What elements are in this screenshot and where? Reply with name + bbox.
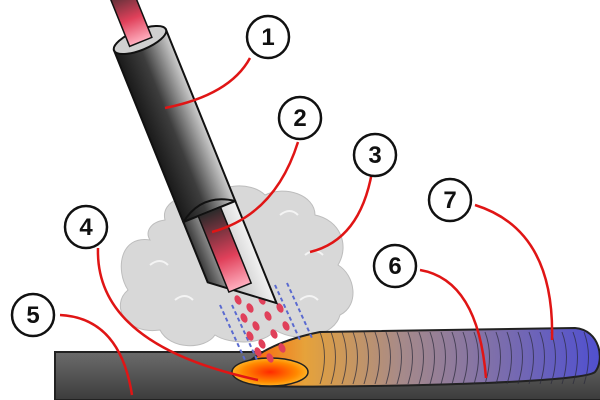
bead-ripple	[495, 331, 501, 385]
molten-droplet	[258, 339, 266, 349]
bead-ripple	[352, 331, 358, 385]
callouts: 1 2 3 4 5 6 7	[10, 14, 473, 338]
molten-droplet	[264, 311, 272, 321]
callout-3[interactable]: 3	[352, 132, 398, 178]
bead-ripple	[418, 331, 424, 385]
bead-ripple	[429, 331, 435, 385]
callout-1[interactable]: 1	[245, 14, 291, 60]
molten-droplet	[240, 313, 248, 323]
bead-ripple	[506, 331, 512, 385]
callout-4[interactable]: 4	[63, 204, 109, 250]
callout-4-label: 4	[79, 214, 93, 241]
bead-ripple	[517, 331, 523, 385]
leader-line-6	[419, 268, 488, 379]
bead-ripple	[319, 331, 325, 385]
bead-ripple	[572, 331, 578, 385]
leader-line-1	[164, 57, 252, 110]
bead-ripple	[341, 331, 347, 385]
leader-line-5	[59, 313, 134, 396]
molten-droplet	[276, 303, 284, 313]
molten-droplet	[266, 353, 274, 363]
molten-droplet	[252, 321, 260, 331]
bead-ripple	[330, 331, 336, 385]
bead-ripple	[462, 331, 468, 385]
leader-line-3	[309, 171, 374, 254]
callout-3-label: 3	[368, 142, 381, 169]
molten-droplets	[234, 295, 290, 363]
bead-ripple	[539, 331, 545, 385]
molten-droplet	[254, 347, 262, 357]
covered-electrode	[105, 0, 279, 305]
callout-6-label: 6	[388, 253, 401, 280]
bead-ripple	[440, 331, 446, 385]
molten-droplet	[270, 329, 278, 339]
bead-ripple	[363, 331, 369, 385]
bead-ripple	[374, 331, 380, 385]
molten-droplet	[246, 331, 254, 341]
callout-2[interactable]: 2	[277, 95, 323, 141]
callout-6[interactable]: 6	[372, 243, 418, 289]
callout-2-label: 2	[293, 105, 306, 132]
arc-shield-lines	[219, 282, 313, 361]
bead-ripple	[484, 331, 490, 385]
callout-5[interactable]: 5	[10, 292, 56, 338]
callout-7-label: 7	[443, 187, 456, 214]
molten-droplet	[278, 343, 286, 353]
callout-7[interactable]: 7	[427, 177, 473, 223]
bead-ripple	[528, 331, 534, 385]
callout-5-label: 5	[26, 302, 39, 329]
bead-ripple	[451, 331, 457, 385]
callout-1-label: 1	[261, 24, 274, 51]
leader-line-2	[211, 141, 300, 234]
molten-droplet	[234, 295, 242, 305]
molten-droplet	[246, 303, 254, 313]
bead-ripple	[473, 331, 479, 385]
bead-ripple	[385, 331, 391, 385]
bead-ripple	[561, 331, 567, 385]
weld-bead	[238, 326, 600, 388]
leader-lines	[59, 57, 554, 396]
bead-ripple	[396, 331, 402, 385]
bead-ripple	[583, 331, 589, 385]
bead-ripple	[407, 331, 413, 385]
molten-droplet	[282, 321, 290, 331]
leader-line-7	[474, 203, 554, 341]
leader-line-4	[96, 247, 259, 382]
